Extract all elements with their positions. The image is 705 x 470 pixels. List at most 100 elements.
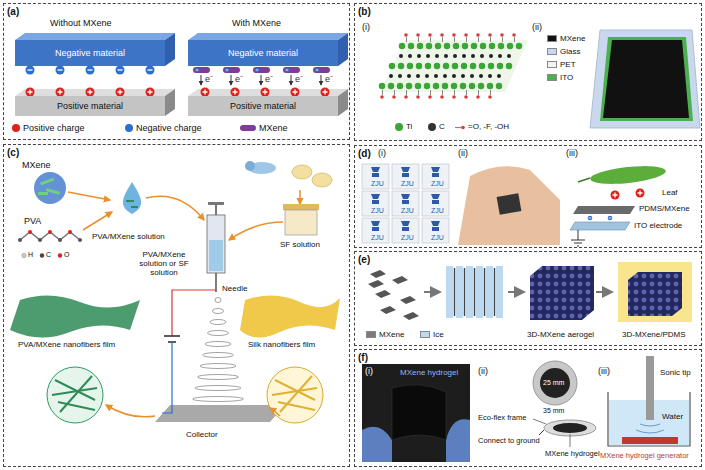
material-slab: Negative material [188,40,338,66]
legend-item: C [428,122,445,131]
panel-frame: (c) [3,144,350,467]
atom-label: C [46,251,51,259]
legend-text: ITO [560,73,573,82]
panel-frame: (d) [354,145,702,248]
material-slab: Positive material [15,96,165,116]
slab-label: Positive material [230,101,296,111]
panel-letter: (e) [358,254,370,265]
part-label: Leaf [662,188,678,197]
legend-text: C [439,122,445,131]
subpanel-number: (ii) [458,148,468,158]
electron-label: e⁻ [325,74,333,84]
part-label: Sonic tip [660,368,691,377]
panel-letter: (c) [7,147,19,158]
part-label: Eco-flex frame [478,414,526,423]
legend-swatch [428,123,436,131]
legend-swatch [12,124,20,132]
legend-text: PET [560,60,576,69]
legend-swatch [366,331,376,338]
stage-label: 3D-MXene/PDMS [622,330,686,339]
atom-label: H [28,251,33,259]
material-label: PVA [24,216,41,226]
legend-item: Negative charge [125,123,202,133]
part-label: PDMS/MXene [639,204,690,213]
electron-label: e⁻ [295,74,303,84]
panel-letter: (b) [358,6,371,17]
material-slab: Positive material [188,96,338,116]
subpanel-number: (ii) [532,22,542,32]
dimension-label: 35 mm [543,407,564,415]
device-label: MXene hydrogel generator [600,452,689,461]
heading-label: Without MXene [50,18,112,28]
legend-text: MXene [379,330,404,339]
slab-label: Negative material [228,48,298,58]
dimension-label: 25 mm [543,379,564,387]
subpanel-number: (ii) [478,366,488,376]
legend-text: Ice [433,330,444,339]
panel-frame: (b) [354,3,702,141]
material-slab: Negative material [15,40,165,66]
subpanel-number: (iii) [566,148,578,158]
atom-label: O [64,251,69,259]
legend-text: MXene [560,34,585,43]
legend-item: MXene [547,34,585,43]
material-label: PVA/MXene solution [92,232,165,241]
legend-swatch [547,61,557,68]
legend-text: Positive charge [23,123,85,133]
panel-letter: (a) [7,6,19,17]
legend-item: =O, -F, -OH [468,122,509,131]
legend-item: Positive charge [12,123,85,133]
legend-item: Glass [547,47,580,56]
product-label: Silk nanofibers film [248,340,315,349]
panel-letter: (d) [358,148,371,159]
legend-swatch [395,123,403,131]
legend-swatch [125,124,133,132]
legend-swatch [420,331,430,338]
subpanel-number: (i) [362,22,370,32]
part-label: Water [662,412,683,421]
material-label: SF solution [280,240,320,249]
part-label: ITO electrode [634,221,682,230]
material-label: MXene [22,160,51,170]
part-label: Connect to ground [478,437,540,446]
legend-text: Ti [406,122,412,131]
legend-text: MXene [259,123,288,133]
subpanel-number: (i) [365,366,373,376]
slab-label: Negative material [55,48,125,58]
logo-text: ZJU [371,207,384,215]
legend-item: ITO [547,73,573,82]
panel-frame: (f) [354,349,702,467]
material-label: MXene hydrogel [400,368,458,377]
logo-text: ZJU [401,234,414,242]
stage-label: 3D-MXene aerogel [527,330,594,339]
logo-text: ZJU [401,180,414,188]
subpanel-number: (iii) [598,366,610,376]
legend-item: PET [547,60,576,69]
logo-text: ZJU [401,207,414,215]
legend-text: =O, -F, -OH [468,122,509,131]
logo-text: ZJU [431,234,444,242]
legend-text: Glass [560,47,580,56]
legend-swatch [547,48,557,55]
subpanel-number: (i) [378,148,386,158]
electron-label: e⁻ [235,74,243,84]
electron-label: e⁻ [205,74,213,84]
legend-item: MXene [366,330,404,339]
product-label: PVA/MXene nanofibers film [18,340,115,349]
part-label: Needle [222,284,247,293]
panel-letter: (f) [358,352,368,363]
legend-item: Ice [420,330,444,339]
legend-text: Negative charge [136,123,202,133]
logo-text: ZJU [371,180,384,188]
legend-swatch [547,35,557,42]
logo-text: ZJU [431,207,444,215]
part-label: Collector [186,430,218,439]
material-label: PVA/MXene solution or SF solution [128,250,200,278]
legend-swatch [240,125,256,131]
legend-item: Ti [395,122,412,131]
legend-swatch [547,74,557,81]
electron-label: e⁻ [265,74,273,84]
logo-text: ZJU [371,234,384,242]
logo-text: ZJU [431,180,444,188]
